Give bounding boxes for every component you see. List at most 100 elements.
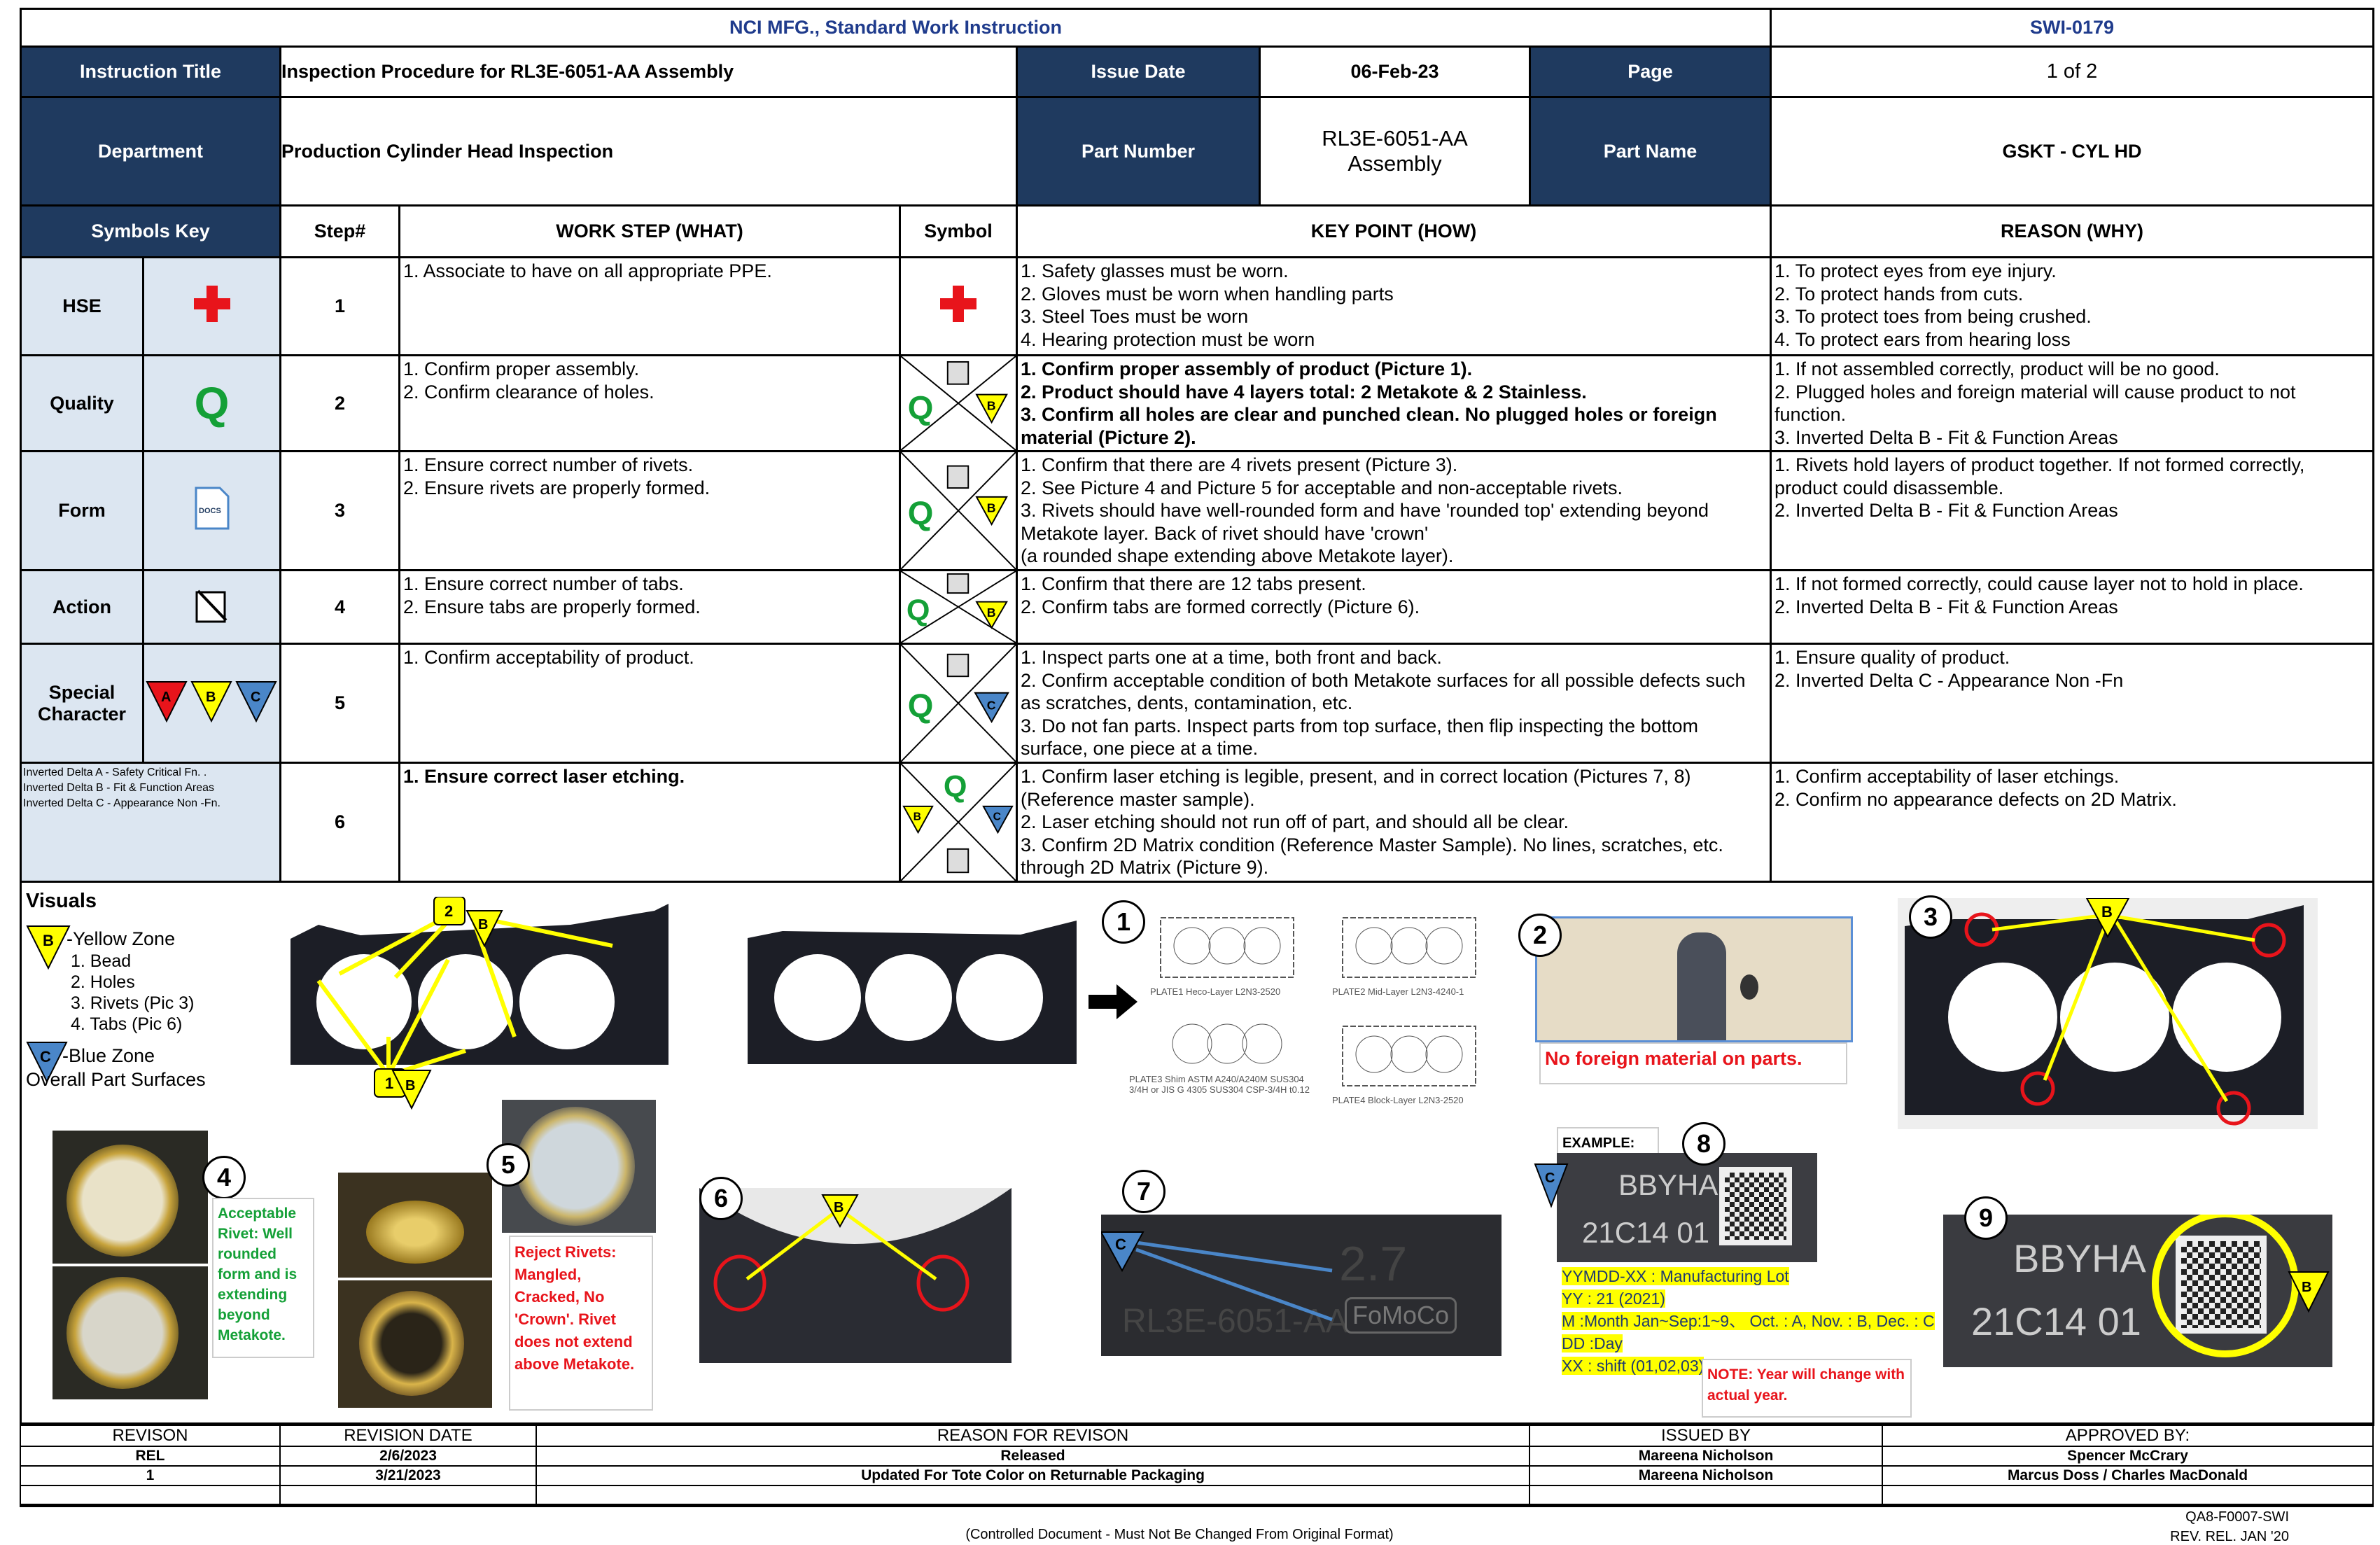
lot-legend-line: M :Month Jan~Sep:1~9、 Oct. : A, Nov. : B…	[1562, 1312, 1935, 1330]
step-row: Form DOCS 3 1. Ensure correct number of …	[20, 450, 2375, 571]
picture-number-4: 4	[202, 1156, 246, 1199]
issue-date: 06-Feb-23	[1259, 46, 1531, 98]
page-number: 1 of 2	[1770, 46, 2375, 98]
svg-text:1: 1	[385, 1075, 393, 1092]
delta-c-icon: C	[26, 1042, 68, 1083]
gasket-photo	[748, 921, 1077, 1064]
action-notepad-icon	[142, 569, 281, 645]
pic2-caption: No foreign material on parts.	[1539, 1042, 1847, 1084]
etch-line-2: 21C14 01	[1971, 1299, 2141, 1343]
visuals-title: Visuals	[26, 890, 97, 912]
svg-text:C: C	[1545, 1170, 1555, 1186]
step-number: 2	[279, 354, 400, 452]
controlled-document-note: (Controlled Document - Must Not Be Chang…	[0, 1527, 2373, 1543]
year-note: NOTE: Year will change with actual year.	[1702, 1359, 1912, 1418]
drawing-label: PLATE1 Heco-Layer L2N3-2520	[1150, 986, 1281, 997]
key-point: 4. Hearing protection must be worn	[1021, 328, 1315, 350]
key-point: 2. Gloves must be worn when handling par…	[1021, 283, 1394, 305]
key-form: Form	[20, 450, 144, 571]
work-step: 1. Associate to have on all appropriate …	[403, 260, 772, 281]
svg-text:C: C	[987, 698, 996, 712]
reject-rivet-photo-1	[338, 1173, 492, 1278]
svg-text:C: C	[40, 1048, 51, 1065]
layer-drawings: PLATE1 Heco-Layer L2N3-2520 PLATE2 Mid-L…	[1129, 897, 1500, 1114]
picture-number-7: 7	[1122, 1170, 1166, 1213]
key-point: 1. Confirm that there are 12 tabs presen…	[1021, 573, 1366, 594]
hse-cross-icon	[899, 256, 1018, 356]
form-id: QA8-F0007-SWI	[2185, 1509, 2289, 1525]
department-label: Department	[20, 96, 281, 207]
rev-cell: 1	[20, 1465, 281, 1486]
part-number-label: Part Number	[1016, 96, 1261, 207]
step-number: 5	[279, 643, 400, 764]
document-title: NCI MFG., Standard Work Instruction	[19, 8, 1772, 48]
department: Production Cylinder Head Inspection	[279, 96, 1018, 207]
step-number: 1	[279, 256, 400, 356]
part-name-label: Part Name	[1528, 96, 1772, 207]
work-step: 1. Confirm acceptability of product.	[403, 647, 694, 668]
step-row: Inverted Delta A - Safety Critical Fn. .…	[20, 762, 2375, 883]
rev-cell: Mareena Nicholson	[1529, 1465, 1883, 1486]
reason: 3. To protect toes from being crushed.	[1774, 306, 2092, 327]
form-docs-icon: DOCS	[142, 450, 281, 571]
svg-text:B: B	[2302, 1280, 2311, 1295]
picture-number-8: 8	[1682, 1122, 1726, 1166]
svg-text:2: 2	[444, 902, 453, 920]
lot-code-legend: YYMDD-XX : Manufacturing Lot YY : 21 (20…	[1562, 1265, 1935, 1377]
svg-text:Q: Q	[908, 389, 934, 426]
reason: 2. Inverted Delta B - Fit & Function Are…	[1774, 500, 2118, 521]
lot-legend-line: YY : 21 (2021)	[1562, 1289, 1665, 1308]
key-point: 3. Do not fan parts. Inspect parts from …	[1021, 715, 1699, 760]
key-point: 2. Laser etching should not run off of p…	[1021, 811, 1569, 832]
rev-cell: Mareena Nicholson	[1529, 1446, 1883, 1467]
instruction-title-label: Instruction Title	[20, 46, 281, 98]
svg-text:A: A	[161, 690, 171, 705]
reject-rivet-photo-2	[338, 1280, 492, 1408]
drawing-label: PLATE3 Shim ASTM A240/A240M SUS304 3/4H …	[1129, 1074, 1310, 1095]
svg-text:B: B	[987, 398, 996, 412]
reason: 2. Confirm no appearance defects on 2D M…	[1774, 788, 2177, 810]
reason: 2. Plugged holes and foreign material wi…	[1774, 381, 2296, 426]
rev-header: ISSUED BY	[1529, 1422, 1883, 1447]
key-point: 3. Steel Toes must be worn	[1021, 306, 1249, 327]
key-point: 2. See Picture 4 and Picture 5 for accep…	[1021, 477, 1623, 498]
key-point: 3. Rivets should have well-rounded form …	[1021, 500, 1709, 544]
picture-number-2: 2	[1518, 914, 1562, 957]
col-step: Step#	[279, 204, 400, 258]
key-point: 1. Safety glasses must be worn.	[1021, 260, 1289, 281]
svg-text:B: B	[405, 1078, 415, 1093]
delta-legend-a: Inverted Delta A - Safety Critical Fn. .	[23, 767, 207, 778]
work-step: 2. Ensure rivets are properly formed.	[403, 477, 710, 498]
key-point: 2. Product should have 4 layers total: 2…	[1021, 381, 1587, 403]
rev-cell: 3/21/2023	[279, 1465, 537, 1486]
tabs-photo: B	[699, 1188, 1011, 1363]
key-action: Action	[20, 569, 144, 645]
etch-line-2: 21C14 01	[1582, 1216, 1710, 1249]
svg-text:B: B	[478, 917, 488, 932]
yellow-zone-label: -Yellow Zone	[66, 928, 176, 949]
drawing-label: PLATE4 Block-Layer L2N3-2520	[1332, 1095, 1464, 1105]
reason: 1. Confirm acceptability of laser etchin…	[1774, 766, 2120, 787]
key-point: 3. Confirm 2D Matrix condition (Referenc…	[1021, 834, 1723, 879]
col-key-point: KEY POINT (HOW)	[1015, 204, 1772, 258]
svg-text:Q: Q	[944, 770, 967, 804]
yellow-item: 1. Bead	[71, 951, 132, 971]
drawing-label: PLATE2 Mid-Layer L2N3-4240-1	[1332, 986, 1464, 997]
key-point: (a rounded shape extending above Metakot…	[1021, 545, 1454, 566]
pic5-caption: Reject Rivets: Mangled, Cracked, No 'Cro…	[509, 1236, 653, 1411]
swi-table: NCI MFG., Standard Work Instruction SWI-…	[19, 8, 2375, 1426]
delta-b-icon: B	[26, 925, 71, 970]
rev-cell: Spencer McCrary	[1882, 1446, 2374, 1467]
revision-row-empty	[20, 1485, 2374, 1506]
delta-b-icon: B	[391, 1070, 432, 1110]
instruction-title: Inspection Procedure for RL3E-6051-AA As…	[279, 46, 1018, 98]
picture-number-3: 3	[1909, 895, 1952, 939]
svg-text:B: B	[913, 811, 921, 823]
picture-number-5: 5	[486, 1143, 530, 1187]
datamatrix-code	[1719, 1167, 1792, 1245]
reason: 1. If not assembled correctly, product w…	[1774, 358, 2220, 379]
